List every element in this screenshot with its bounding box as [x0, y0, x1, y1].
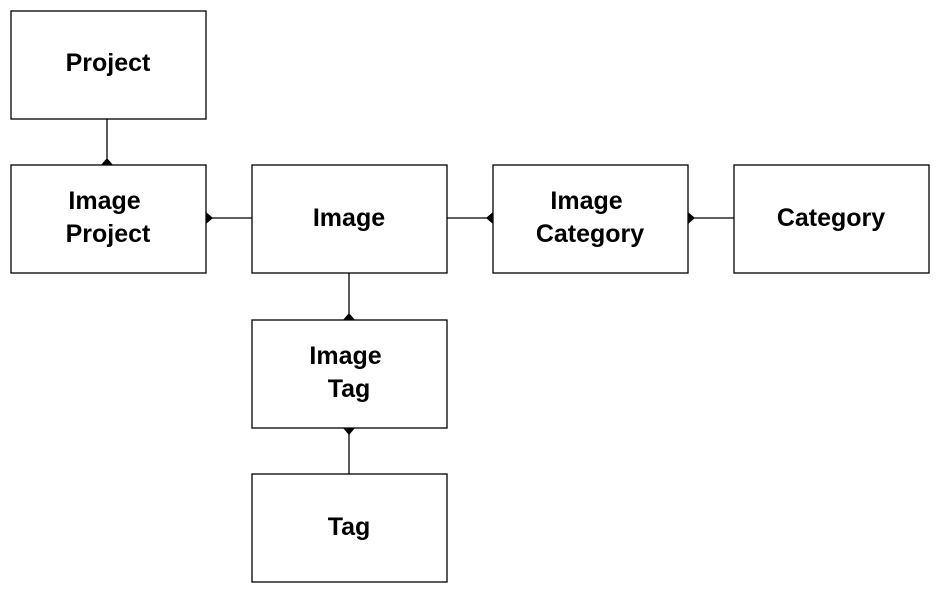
entity-image-project: Image Project	[10, 164, 207, 274]
entity-label: Image	[313, 204, 385, 232]
marker-image-tag-bottom	[343, 428, 355, 435]
connectors	[106, 119, 734, 474]
marker-image-category-left	[486, 212, 493, 224]
entity-image: Image	[251, 164, 448, 274]
marker-image-project-top	[101, 158, 113, 165]
entity-label: Image Tag	[309, 342, 388, 403]
entity-tag: Tag	[251, 473, 448, 583]
entity-label: Image Project	[66, 187, 151, 248]
entity-project: Project	[10, 10, 207, 120]
entity-image-tag: Image Tag	[251, 319, 448, 429]
marker-image-tag-top	[343, 313, 355, 320]
entity-label: Project	[66, 49, 151, 77]
entity-category: Category	[733, 164, 930, 274]
entity-label: Tag	[328, 513, 371, 541]
entity-label: Image Category	[536, 187, 644, 248]
entity-label: Category	[777, 204, 885, 232]
entity-image-category: Image Category	[492, 164, 689, 274]
marker-image-category-right	[688, 212, 695, 224]
marker-image-project-right	[206, 212, 213, 224]
relationship-markers	[101, 158, 695, 435]
